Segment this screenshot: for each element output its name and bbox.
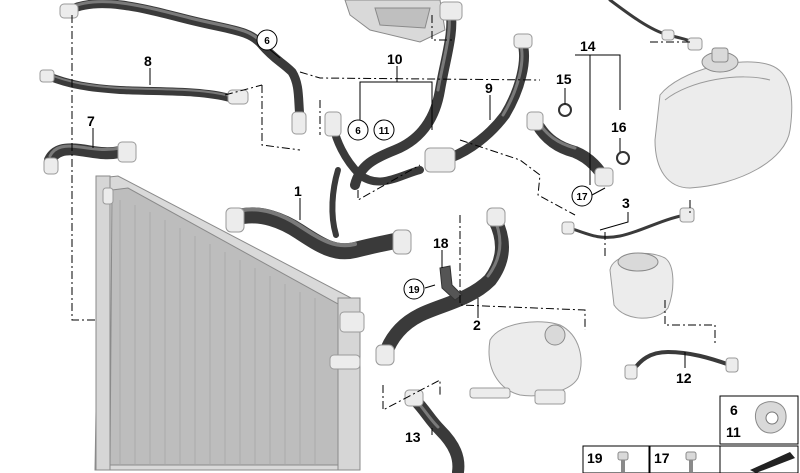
circled-callouts: 6 6 11 17 19 — [256, 29, 593, 300]
engine-block-fragment — [344, 0, 446, 43]
circled-19: 19 — [408, 285, 420, 296]
callout-10: 10 — [387, 51, 403, 67]
clip-18 — [439, 265, 463, 301]
callout-14: 14 — [580, 38, 596, 54]
water-pump — [469, 321, 582, 405]
callout-numbers: 1 2 3 7 8 9 10 12 13 14 15 16 18 — [87, 38, 692, 445]
leader-lines — [92, 47, 686, 435]
pipe-top-right — [608, 0, 703, 51]
legend-11: 11 — [726, 424, 741, 440]
hose-9 — [424, 33, 533, 173]
hose-14 — [526, 111, 614, 187]
hose-2 — [375, 207, 509, 366]
callout-13: 13 — [405, 429, 421, 445]
hose-13 — [404, 389, 465, 473]
callout-12: 12 — [676, 370, 692, 386]
legend-6: 6 — [730, 402, 738, 418]
hose-1 — [225, 167, 412, 260]
legend-box-19: 19 — [582, 445, 650, 473]
hose-8 — [39, 69, 249, 105]
callout-1: 1 — [294, 183, 302, 199]
callout-8: 8 — [144, 53, 152, 69]
legend-17: 17 — [654, 450, 670, 466]
callout-3: 3 — [622, 195, 630, 211]
expansion-tank — [654, 47, 793, 189]
callout-9: 9 — [485, 80, 493, 96]
assembly-lines — [71, 15, 716, 411]
circled-17: 17 — [576, 192, 588, 203]
radiator — [94, 175, 365, 471]
callout-16: 16 — [611, 119, 627, 135]
legend-box-6-11: 6 11 — [719, 395, 799, 445]
hose-7 — [43, 141, 137, 175]
circled-6-mid: 6 — [355, 126, 361, 137]
callout-7: 7 — [87, 113, 95, 129]
callout-18: 18 — [433, 235, 449, 251]
o-ring-15 — [558, 103, 572, 117]
callout-15: 15 — [556, 71, 572, 87]
legend-19: 19 — [587, 450, 603, 466]
legend-box-strip — [719, 445, 799, 473]
small-reservoir — [609, 252, 674, 319]
legend-box-17: 17 — [649, 445, 721, 473]
o-ring-16 — [616, 151, 630, 165]
callout-2: 2 — [473, 317, 481, 333]
circled-11: 11 — [379, 126, 390, 137]
hose-6-top — [59, 0, 307, 135]
circled-6-top: 6 — [264, 36, 270, 47]
pipe-12 — [624, 350, 739, 380]
hose-10 — [324, 1, 463, 190]
